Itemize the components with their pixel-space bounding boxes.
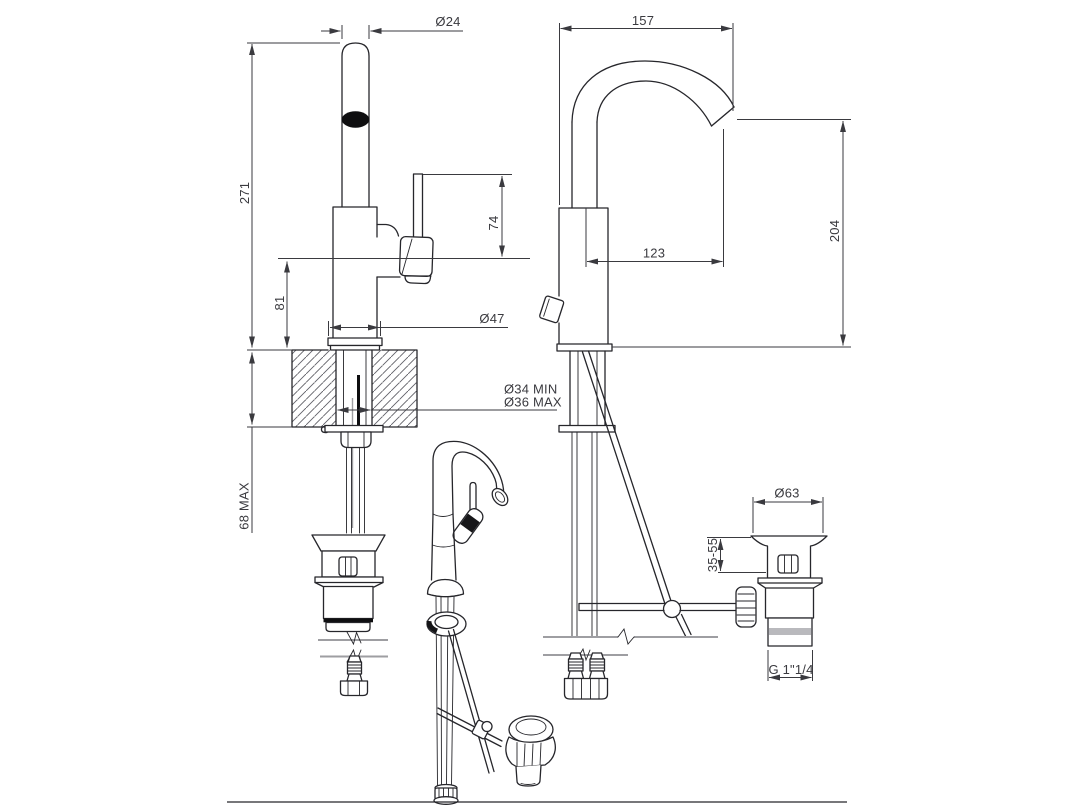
counter-section bbox=[291, 349, 418, 428]
front-view bbox=[278, 42, 530, 697]
aerator-outlet bbox=[341, 111, 370, 128]
dim-spout-clearance-label: 204 bbox=[827, 220, 842, 242]
lift-rod bbox=[469, 481, 477, 516]
popup-waste-perspective bbox=[505, 715, 556, 787]
waste-detail-view: Ø63 35-55 G 1"1/4 bbox=[705, 486, 828, 681]
supply-connector-front bbox=[339, 655, 369, 697]
dim-hole-max-label: Ø36 MAX bbox=[504, 395, 562, 410]
dim-total-height-label: 271 bbox=[237, 182, 252, 204]
dim-spout-height-label: 81 bbox=[272, 296, 287, 311]
linkage-ball-joint bbox=[662, 599, 682, 619]
dim-waste-flange-diameter-label: Ø63 bbox=[774, 486, 799, 501]
linkage-thumbscrew bbox=[735, 586, 757, 628]
dim-deck-thickness-label: 68 MAX bbox=[237, 482, 252, 530]
front-view-dimensions: Ø24 271 81 74 Ø47 Ø34 MIN Ø36 MAX 68 MAX bbox=[237, 14, 562, 533]
perspective-view bbox=[426, 440, 556, 805]
dim-base-diameter-label: Ø47 bbox=[479, 311, 504, 326]
handle-housing bbox=[398, 235, 434, 278]
side-view bbox=[539, 60, 738, 700]
dim-waste-deck-range-label: 35-55 bbox=[705, 538, 720, 572]
dim-handle-height-label: 74 bbox=[486, 216, 501, 231]
handle-perspective bbox=[452, 508, 484, 544]
dim-spout-diameter-label: Ø24 bbox=[435, 14, 460, 29]
handle-rod bbox=[412, 173, 424, 238]
dim-spout-reach-total-label: 157 bbox=[632, 13, 654, 28]
dim-hole-min-label: Ø34 MIN bbox=[504, 382, 557, 397]
supply-connectors-side bbox=[563, 652, 609, 700]
handle-side bbox=[539, 295, 565, 324]
dim-spout-reach-label: 123 bbox=[643, 246, 665, 261]
dim-waste-thread-label: G 1"1/4 bbox=[768, 662, 813, 677]
popup-waste-front bbox=[311, 534, 386, 633]
side-view-dimensions: 157 123 204 bbox=[559, 13, 851, 348]
